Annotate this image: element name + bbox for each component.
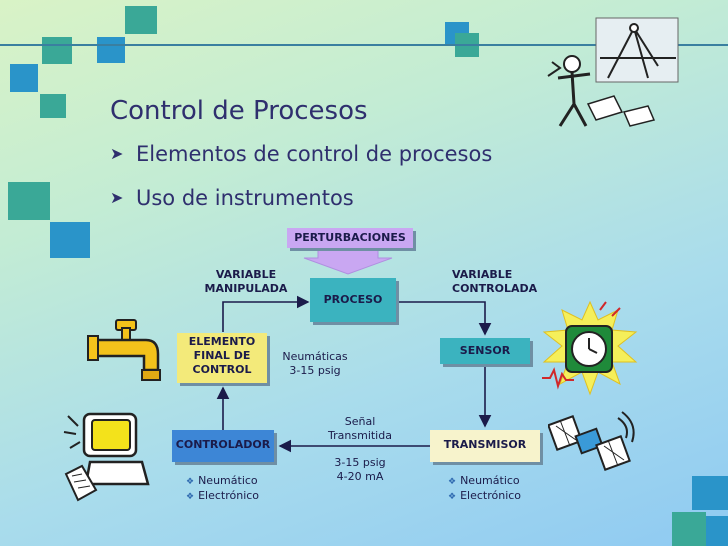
label-line: CONTROLADA bbox=[452, 282, 538, 295]
arrow-bullet-icon: ➤ bbox=[110, 144, 124, 163]
label-line: Transmitida bbox=[328, 429, 392, 442]
label-line: VARIABLE bbox=[215, 268, 277, 281]
bullet-text: Uso de instrumentos bbox=[136, 186, 354, 210]
list-item: Neumático bbox=[448, 474, 521, 489]
elemento-line: CONTROL bbox=[192, 363, 252, 376]
rango-label: 3-15 psig 4-20 mA bbox=[322, 456, 398, 484]
bullet-item: ➤ Elementos de control de procesos bbox=[110, 142, 492, 166]
list-item: Electrónico bbox=[448, 489, 521, 504]
deco-square bbox=[97, 37, 125, 63]
sensor-box: SENSOR bbox=[440, 338, 530, 364]
transmisor-box: TRANSMISOR bbox=[430, 430, 540, 462]
deco-square bbox=[692, 476, 728, 510]
deco-square bbox=[8, 182, 50, 220]
elemento-line: ELEMENTO bbox=[188, 335, 256, 348]
drafting-icon bbox=[547, 17, 679, 127]
controlador-box: CONTROLADOR bbox=[172, 430, 274, 462]
faucet-icon bbox=[87, 319, 161, 381]
deco-square bbox=[672, 512, 706, 546]
label-line: 4-20 mA bbox=[336, 470, 384, 483]
disturbance-arrow bbox=[303, 247, 393, 275]
senal-label: Señal Transmitida bbox=[322, 415, 398, 443]
arrow-process-to-sensor bbox=[398, 301, 492, 336]
label-line: 3-15 psig bbox=[334, 456, 386, 469]
bullet-item: ➤ Uso de instrumentos bbox=[110, 186, 354, 210]
deco-square bbox=[50, 222, 90, 258]
label-line: VARIABLE bbox=[452, 268, 513, 281]
variable-controlada-label: VARIABLE CONTROLADA bbox=[452, 268, 537, 296]
satellite-icon bbox=[548, 411, 635, 471]
deco-square bbox=[40, 94, 66, 118]
deco-square bbox=[10, 64, 38, 92]
clock-icon bbox=[542, 300, 638, 396]
deco-square bbox=[125, 6, 157, 34]
label-line: Neumáticas bbox=[282, 350, 348, 363]
computer-icon bbox=[63, 412, 150, 502]
label-line: 3-15 psig bbox=[289, 364, 341, 377]
deco-square bbox=[706, 516, 728, 546]
list-item: Neumático bbox=[186, 474, 259, 489]
label-line: MANIPULADA bbox=[204, 282, 288, 295]
variable-manipulada-label: VARIABLE MANIPULADA bbox=[188, 268, 304, 296]
deco-square bbox=[42, 37, 72, 64]
transmisor-types-list: Neumático Electrónico bbox=[448, 474, 521, 504]
elemento-line: FINAL DE bbox=[193, 349, 251, 362]
label-line: Señal bbox=[344, 415, 376, 428]
arrow-element-to-process bbox=[222, 295, 310, 332]
perturbaciones-box: PERTURBACIONES bbox=[287, 228, 413, 248]
arrow-bullet-icon: ➤ bbox=[110, 188, 124, 207]
slide-title: Control de Procesos bbox=[110, 96, 368, 126]
controlador-types-list: Neumático Electrónico bbox=[186, 474, 259, 504]
header-rule bbox=[0, 44, 728, 46]
bullet-text: Elementos de control de procesos bbox=[136, 142, 493, 166]
neumaticas-label: Neumáticas 3-15 psig bbox=[280, 350, 350, 378]
list-item: Electrónico bbox=[186, 489, 259, 504]
elemento-final-box: ELEMENTO FINAL DE CONTROL bbox=[177, 333, 267, 383]
proceso-box: PROCESO bbox=[310, 278, 396, 322]
